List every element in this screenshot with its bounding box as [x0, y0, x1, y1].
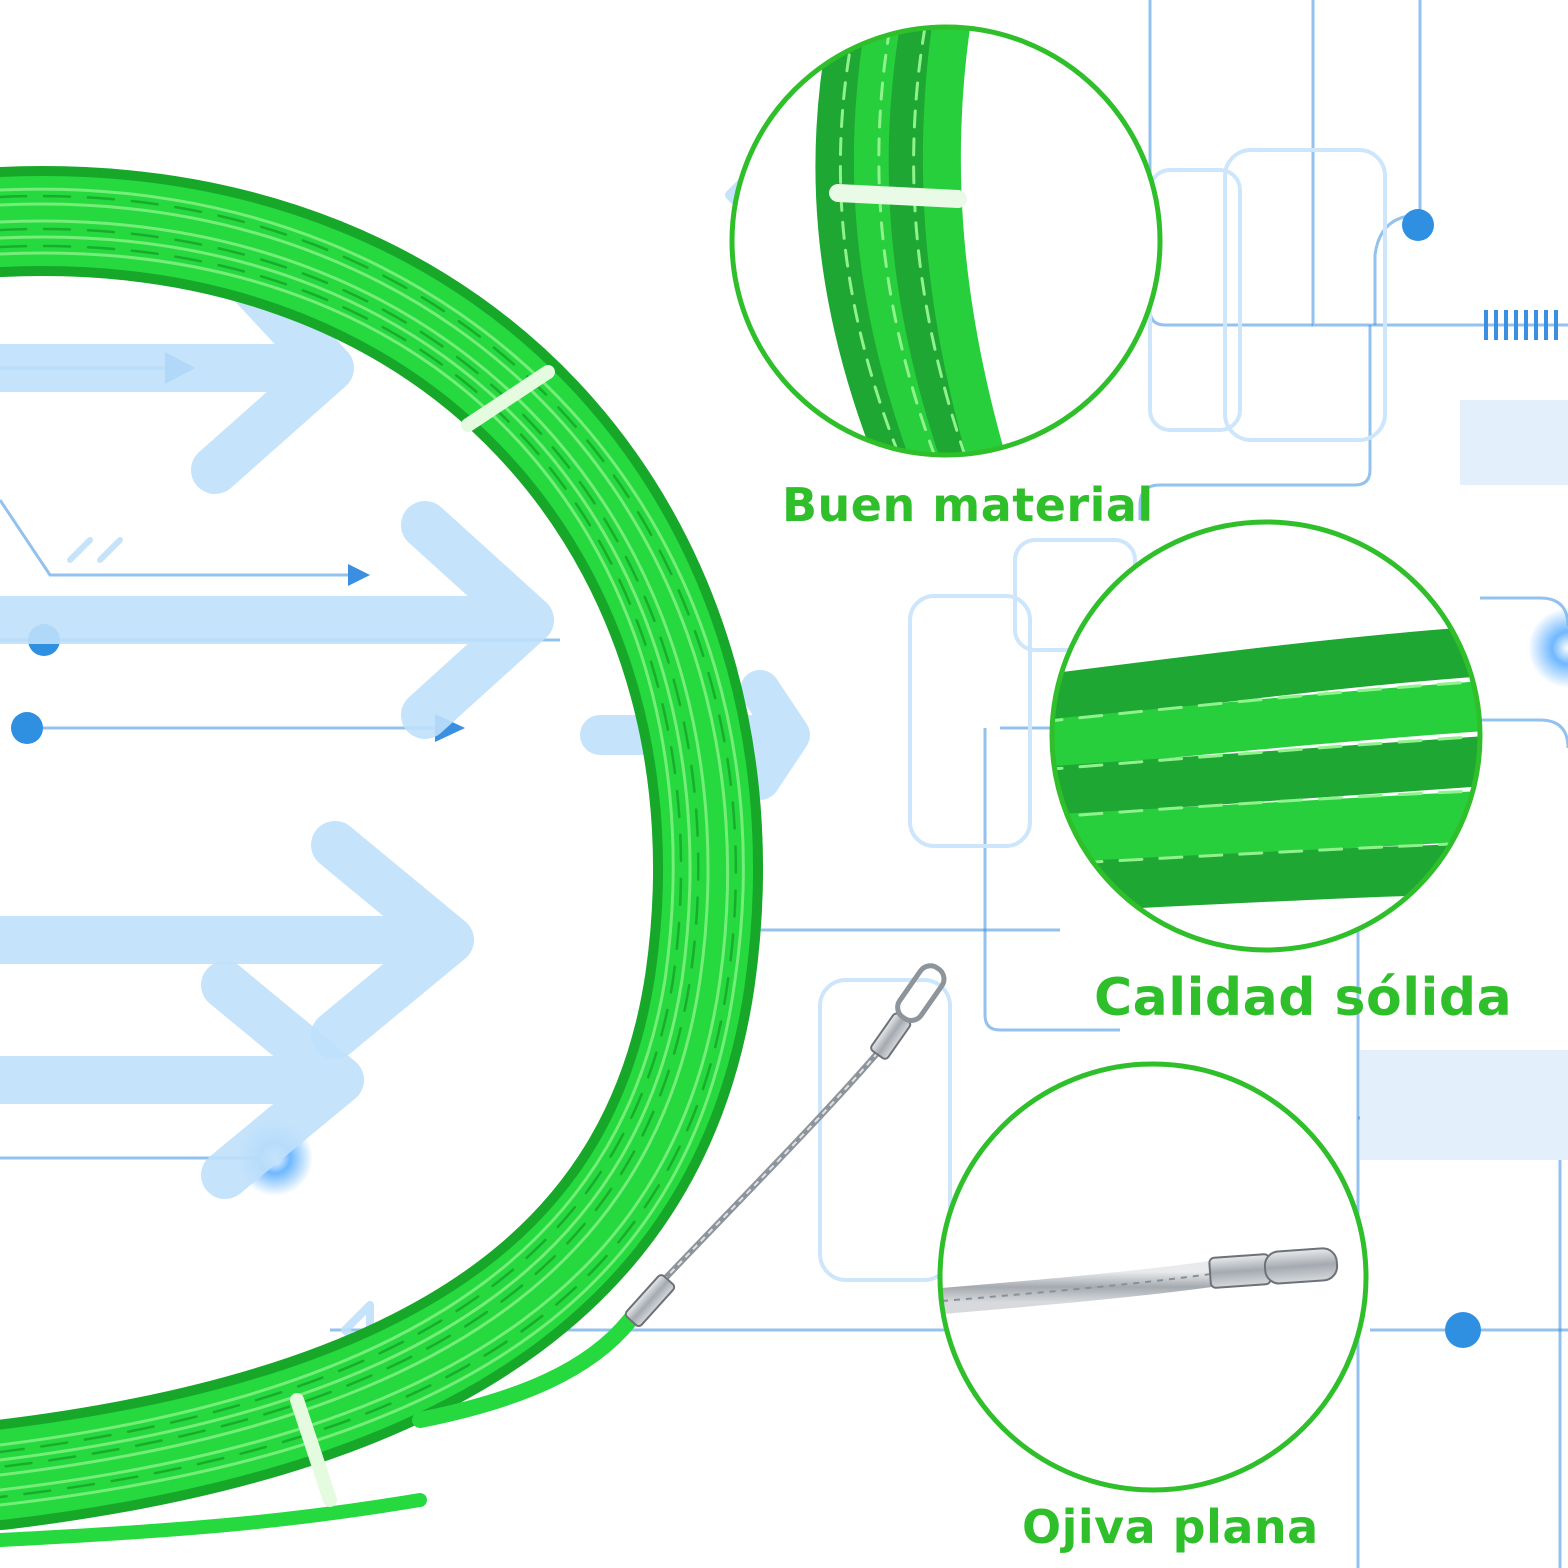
- coiled-fish-tape-icon: [0, 166, 763, 1547]
- cable-strands-closeup-icon: [1049, 519, 1483, 953]
- braided-cable-closeup-icon: [729, 24, 1163, 458]
- feature-label-material: Buen material: [782, 478, 1154, 532]
- flat-tip-closeup-icon: [937, 1061, 1369, 1493]
- feature-label-tip: Ojiva plana: [1022, 1500, 1319, 1554]
- steel-leader-icon: [624, 963, 947, 1328]
- feature-label-quality: Calidad sólida: [1094, 968, 1513, 1028]
